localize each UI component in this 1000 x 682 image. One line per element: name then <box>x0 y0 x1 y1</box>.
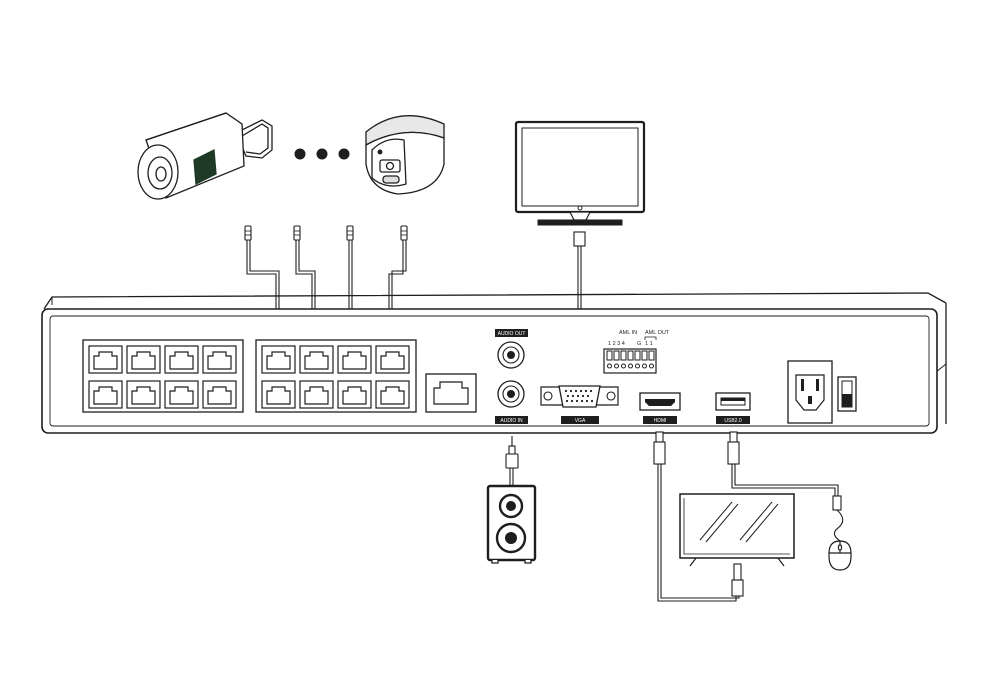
ellipsis-icon <box>294 148 350 160</box>
lan-port-block-2 <box>255 339 417 413</box>
tv-icon <box>679 493 795 567</box>
usb-port: USB2.0 <box>715 392 751 424</box>
audio-in-label: AUDIO IN <box>500 418 523 424</box>
monitor-icon <box>514 120 646 226</box>
alarm-out-label: AML OUT <box>645 330 670 336</box>
usb-label: USB2.0 <box>724 418 741 424</box>
audio-out-jack: AUDIO OUT <box>495 329 528 369</box>
audio-in-jack: AUDIO IN <box>495 380 528 424</box>
vga-port: VGA <box>540 385 619 424</box>
speaker-icon <box>486 484 537 564</box>
audio-cable <box>505 436 519 486</box>
vga-label: VGA <box>575 418 586 424</box>
alarm-in-pins: 1 2 3 4 <box>608 341 625 347</box>
audio-out-label: AUDIO OUT <box>498 331 526 337</box>
mouse-icon <box>828 540 852 571</box>
usb-cable <box>727 431 844 542</box>
alarm-in-label: AML IN <box>619 330 637 336</box>
hdmi-label: HDMI <box>654 418 667 424</box>
alarm-out-pins: 1 1 <box>645 341 653 347</box>
alarm-terminal: AML IN AML OUT 1 2 3 4 G 1 1 <box>603 330 670 374</box>
power-switch-icon <box>837 376 857 412</box>
alarm-g-pin: G <box>637 341 641 347</box>
dome-camera-icon <box>365 115 445 195</box>
lan-port-block-1 <box>82 339 244 413</box>
uplink-lan-port <box>425 373 477 413</box>
power-inlet-icon <box>787 360 833 424</box>
bullet-camera-icon <box>137 112 273 200</box>
hdmi-cable <box>653 431 744 602</box>
hdmi-port: HDMI <box>639 392 681 424</box>
